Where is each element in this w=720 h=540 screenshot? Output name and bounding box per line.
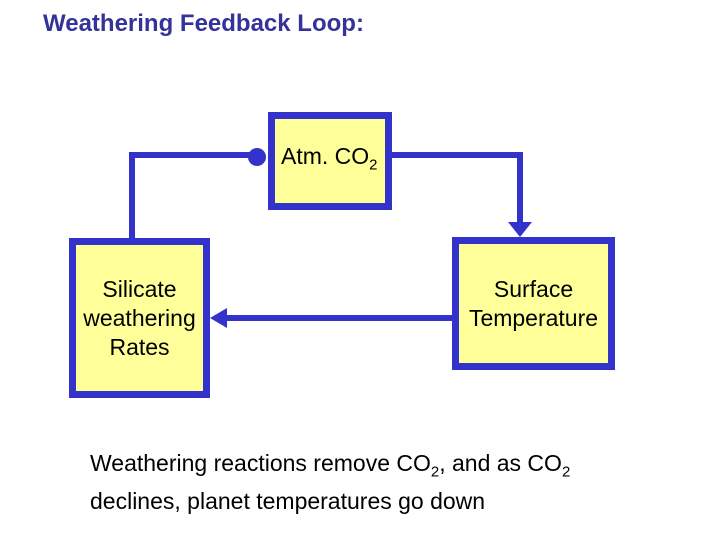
page-title: Weathering Feedback Loop: [43,10,364,37]
node-surface-label: Surface Temperature [468,275,599,331]
caption-text: Weathering reactions remove CO2, and as … [90,449,650,515]
node-atm-co2-label: Atm. CO2 [281,143,378,174]
arrowhead-down-icon [508,222,532,237]
caption-line-2: declines, planet temperatures go down [90,487,486,514]
co2-subscript: 2 [430,463,440,481]
arrowhead-left-icon [210,308,227,328]
node-silicate-label: Silicate weathering Rates [83,275,196,360]
node-surface-temperature: Surface Temperature [452,237,615,370]
node-silicate-weathering-rates: Silicate weathering Rates [69,238,210,398]
node-atm-co2: Atm. CO2 [268,112,392,210]
connector-temperature-to-silicate-horizontal [226,315,452,321]
connector-silicate-to-co2-horizontal [129,152,253,158]
circle-terminator-icon [248,148,266,166]
connector-co2-to-temperature-horizontal [392,152,523,158]
connector-co2-to-temperature-vertical [517,152,523,223]
co2-subscript: 2 [369,156,378,174]
co2-subscript: 2 [561,463,571,481]
caption-line-1: Weathering reactions remove CO2, and as … [90,450,571,481]
connector-silicate-to-co2-vertical [129,152,135,240]
